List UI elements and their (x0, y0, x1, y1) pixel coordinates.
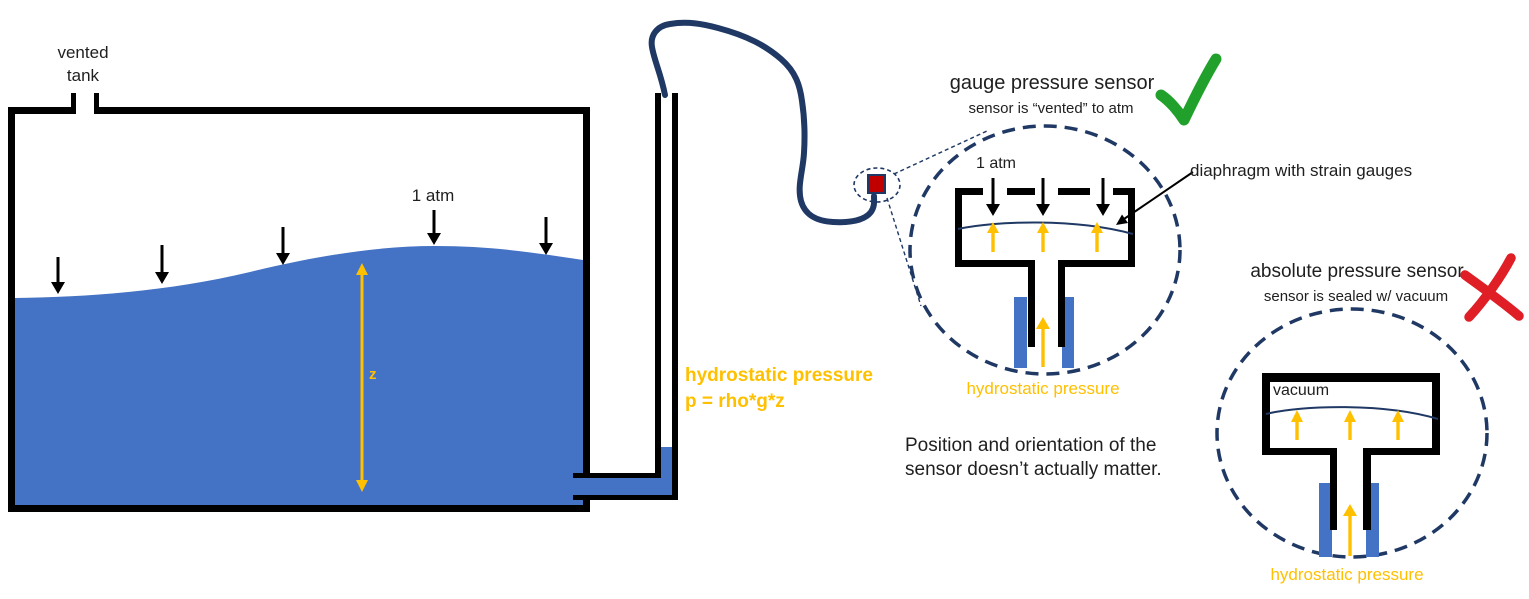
red-square-sensor-icon (867, 174, 886, 194)
absolute-diaphragm (1265, 406, 1439, 420)
position-note-line1: Position and orientation of the (905, 435, 1157, 456)
check-mark-icon (1155, 53, 1222, 126)
gauge-sensor-circle (908, 124, 1182, 376)
absolute-sensor-circle (1215, 307, 1489, 559)
gauge-diaphragm (957, 221, 1134, 235)
tank-atm-label: 1 atm (411, 186, 455, 205)
position-note: Position and orientation of the sensor d… (905, 434, 1162, 482)
diaphragm-label: diaphragm with strain gauges (1190, 161, 1413, 180)
tank-water (15, 246, 583, 505)
tank-walls (8, 93, 590, 512)
riser-water (661, 447, 672, 495)
tank-label: vented tank (57, 41, 108, 87)
absolute-sensor-subtitle: sensor is sealed w/ vacuum (1263, 288, 1449, 305)
vacuum-label: vacuum (1273, 382, 1330, 399)
absolute-sensor-title: absolute pressure sensor (1250, 261, 1464, 282)
gauge-housing (955, 188, 1135, 347)
gauge-sensor-title: gauge pressure sensor (949, 72, 1155, 94)
pipe-water (583, 478, 672, 495)
gauge-atm-arrows (986, 178, 1110, 216)
tank-label-line1: vented (57, 43, 109, 62)
absolute-tube-left (1319, 483, 1332, 557)
gauge-atm-label: 1 atm (975, 155, 1017, 172)
position-note-line2: sensor doesn’t actually matter. (905, 459, 1162, 480)
formula-line1: hydrostatic pressure (685, 365, 873, 386)
sensor-callout-ellipse (853, 167, 901, 203)
diaphragm-pointer-arrow (1116, 171, 1194, 225)
riser-tube (573, 93, 678, 500)
absolute-hydrostatic-label: hydrostatic pressure (1270, 565, 1424, 584)
gauge-tube-left (1014, 297, 1027, 368)
depth-z-label: z (369, 366, 377, 383)
callout-lines (886, 130, 988, 307)
sensor-cable (648, 19, 878, 226)
gauge-sensor-subtitle: sensor is “vented” to atm (968, 100, 1134, 117)
absolute-hydrostatic-arrows (1291, 410, 1404, 556)
x-mark-icon (1460, 253, 1524, 322)
hydrostatic-formula: hydrostatic pressure p = rho*g*z (685, 363, 873, 415)
tank-label-line2: tank (66, 66, 100, 85)
formula-line2: p = rho*g*z (685, 391, 785, 412)
depth-z-arrow (356, 263, 368, 492)
atmosphere-arrows (51, 210, 553, 294)
gauge-hydrostatic-label: hydrostatic pressure (966, 379, 1120, 398)
gauge-hydrostatic-arrows (987, 222, 1103, 367)
